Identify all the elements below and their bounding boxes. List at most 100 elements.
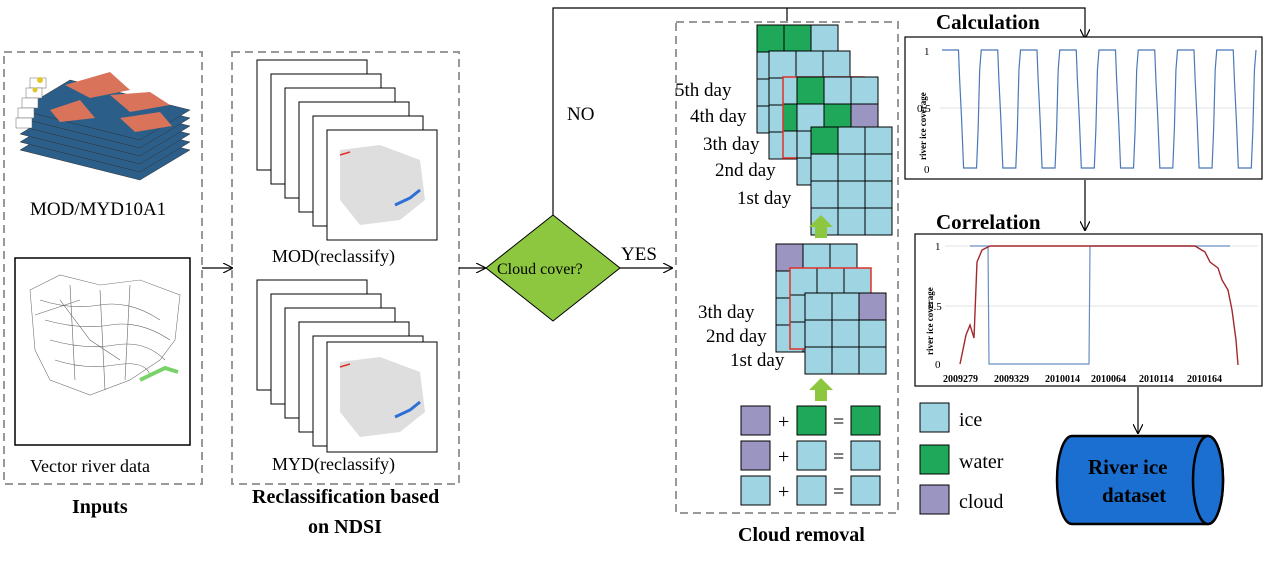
grid-l-day2-cell (843, 267, 872, 296)
cloud-removal-panel (675, 21, 899, 514)
mod-reclass-label: MOD(reclassify) (272, 246, 395, 267)
grid-l-day1-cell (858, 346, 887, 375)
grid-day1-cell (864, 207, 893, 236)
svg-text:=: = (833, 411, 844, 433)
calc-ytick-0: 0 (924, 164, 930, 176)
lower-grid-stack (775, 243, 887, 375)
grid-day2-cell (810, 126, 839, 155)
corr-ylabel: river ice coverage (925, 287, 935, 355)
no-path (552, 7, 1085, 215)
corr-xticks: 2009279 2009329 2010014 2010064 2010114 … (943, 374, 1222, 385)
vector-label: Vector river data (30, 456, 150, 476)
lower-day-label-1: 1st day (730, 350, 785, 371)
upper-day-label-5: 5th day (675, 80, 732, 101)
corr-xtick-0: 2009279 (943, 374, 978, 385)
inputs-title: Inputs (72, 496, 128, 518)
corr-ytick-05: 0.5 (928, 301, 942, 313)
upper-day-label-4: 4th day (690, 106, 747, 127)
grid-day1-cell (837, 207, 866, 236)
calc-ylabel: river ice coverage (918, 92, 928, 160)
legend-ice-label: ice (959, 409, 982, 431)
grid-l-day1-cell (804, 319, 833, 348)
dataset-label-1: River ice (1088, 455, 1168, 479)
legend-ice-swatch (919, 402, 950, 433)
rule-row-2: + = (740, 440, 881, 471)
grid-day5-cell (783, 24, 812, 53)
grid-day4-cell (795, 50, 824, 79)
grid-day4-cell (822, 50, 851, 79)
grid-l-day1-cell (804, 346, 833, 375)
corr-xtick-3: 2010064 (1091, 374, 1126, 385)
calculation-series-line (942, 49, 1257, 169)
modis-label: MOD/MYD10A1 (30, 199, 166, 220)
lower-day-label-3: 3th day (698, 302, 755, 323)
cloud-removal-title: Cloud removal (738, 524, 865, 546)
grid-l-day1-cell (831, 346, 860, 375)
mod-reclass-stack (256, 59, 438, 241)
cloud-cover-decision (485, 214, 621, 322)
corr-xtick-1: 2009329 (994, 374, 1029, 385)
svg-text:+: + (778, 481, 789, 503)
grid-day3b-cell (823, 76, 852, 105)
calculation-title: Calculation (936, 10, 1040, 34)
grid-day5-cell (756, 24, 785, 53)
upper-day-label-1: 1st day (737, 188, 792, 209)
grid-l-day2-cell (816, 267, 845, 296)
rule-row-3: + = (740, 475, 881, 506)
upper-grid-stack (756, 24, 893, 236)
grid-day4-cell (768, 50, 797, 79)
svg-text:+: + (778, 411, 789, 433)
legend-water-swatch (919, 444, 950, 475)
green-arrow-lower (809, 378, 833, 401)
svg-text:=: = (833, 481, 844, 503)
legend-cloud-swatch (919, 484, 950, 515)
grid-day5-cell (810, 24, 839, 53)
decision-label: Cloud cover? (497, 261, 583, 278)
grid-day1-cell (864, 180, 893, 209)
grid-l-day1-cell (858, 319, 887, 348)
vector-map-frame (14, 257, 191, 446)
corr-ytick-0: 0 (935, 359, 941, 371)
svg-text:+: + (778, 446, 789, 468)
legend: ice water cloud (919, 402, 1004, 515)
grid-day1-cell (810, 180, 839, 209)
grid-l-day1-cell (831, 292, 860, 321)
grid-day1-cell (810, 153, 839, 182)
myd-reclass-label: MYD(reclassify) (272, 454, 395, 475)
grid-l-day1 (804, 292, 887, 375)
correlation-red-series (959, 245, 1239, 366)
grid-day3b-cell (850, 76, 879, 105)
corr-xtick-2: 2010014 (1045, 374, 1080, 385)
river-ice-dataset: River ice dataset (1055, 434, 1225, 526)
calc-ytick-1: 1 (924, 46, 930, 58)
grid-l-day1-cell (804, 292, 833, 321)
myd-reclass-stack (256, 279, 438, 453)
vector-river-map (29, 274, 181, 396)
rule-row-1: + = (740, 405, 881, 436)
grid-day2-cell (864, 126, 893, 155)
grid-l-day1-cell (858, 292, 887, 321)
grid-l-day3-cell (775, 243, 804, 272)
calc-ytick-05: 0.5 (917, 103, 931, 115)
yes-label: YES (621, 244, 657, 265)
corr-xtick-4: 2010114 (1139, 374, 1173, 385)
grid-l-day3-cell (802, 243, 831, 272)
dataset-label-2: dataset (1102, 483, 1166, 507)
grid-l-day1-cell (831, 319, 860, 348)
reclass-title-2: on NDSI (308, 516, 382, 538)
correlation-title: Correlation (936, 210, 1041, 234)
grid-l-day2-cell (789, 267, 818, 296)
vector-highlight-river (139, 365, 179, 382)
lower-day-label-2: 2nd day (706, 326, 767, 347)
corr-xtick-5: 2010164 (1187, 374, 1222, 385)
inputs-panel (3, 51, 203, 485)
modis-layer-stack (15, 72, 191, 181)
legend-cloud-label: cloud (959, 491, 1003, 513)
no-label: NO (567, 104, 594, 125)
grid-day1 (810, 153, 893, 236)
svg-text:=: = (833, 446, 844, 468)
upper-day-label-3: 3th day (703, 134, 760, 155)
grid-day1-cell (837, 153, 866, 182)
corr-ytick-1: 1 (935, 241, 941, 253)
